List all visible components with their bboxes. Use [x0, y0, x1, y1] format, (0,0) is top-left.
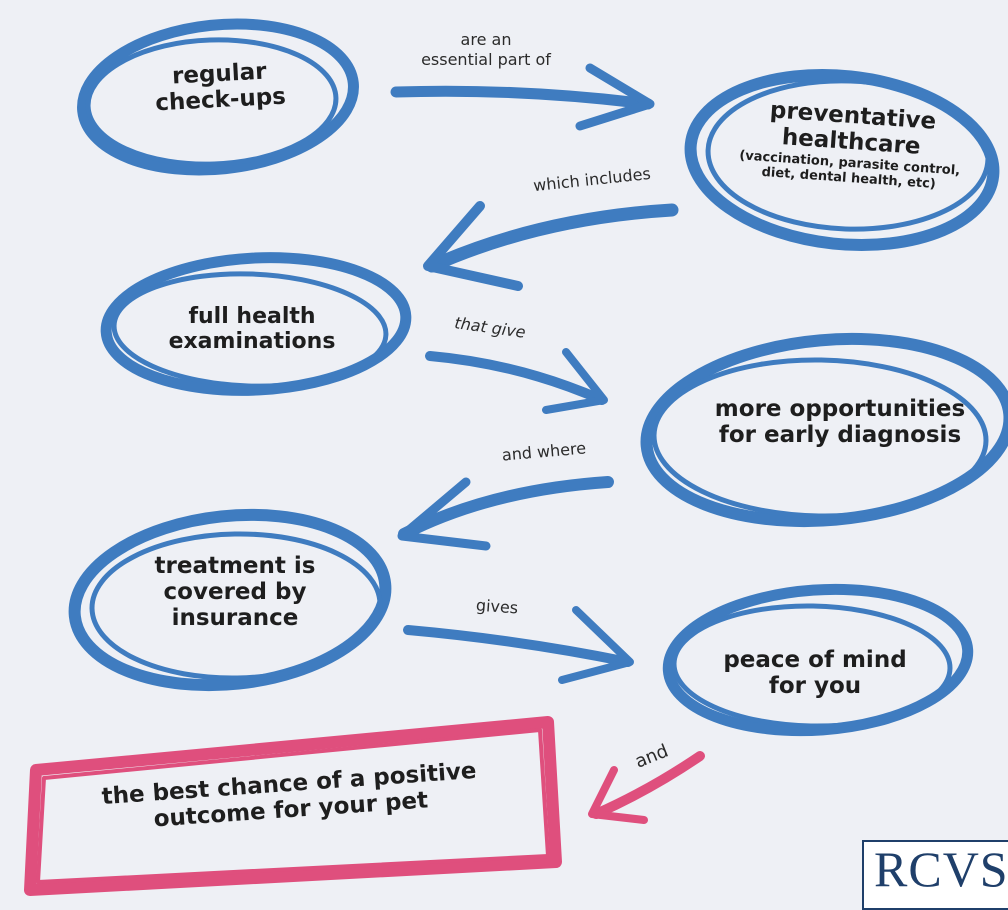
node-opportunities: more opportunities for early diagnosis	[690, 396, 990, 449]
node-treatment-line1: treatment is	[154, 553, 316, 579]
edge-label-essential-line2: essential part of	[421, 50, 551, 69]
arrow-opportunities-to-treatment	[397, 476, 614, 551]
node-peace-of-mind: peace of mind for you	[700, 647, 930, 700]
circle-full-health	[100, 252, 412, 396]
node-opportunities-line1: more opportunities	[714, 396, 966, 422]
edge-label-essential-line1: are an	[460, 30, 512, 49]
arrow-preventative-to-fullhealth	[423, 201, 679, 291]
circle-peace-of-mind	[662, 583, 974, 737]
box-best-chance	[24, 716, 562, 896]
node-regular-checkups: regular check-ups	[119, 57, 321, 119]
node-full-health-line1: full health	[188, 304, 316, 329]
rcvs-logo: RCVS	[862, 840, 1008, 910]
node-opportunities-line2: for early diagnosis	[718, 421, 962, 448]
circle-regular-checkups	[77, 18, 359, 176]
node-treatment-line2: covered by	[163, 578, 307, 605]
node-treatment: treatment is covered by insurance	[120, 553, 350, 631]
arrow-checkups-to-preventative	[390, 63, 655, 131]
arrow-treatment-to-peace	[403, 606, 634, 684]
node-treatment-line3: insurance	[171, 604, 299, 631]
circle-opportunities	[640, 332, 1008, 528]
circle-treatment	[68, 508, 392, 692]
circle-preventative-healthcare	[684, 68, 1000, 252]
node-full-health-line2: examinations	[168, 328, 336, 354]
node-peace-line2: for you	[768, 672, 862, 699]
rcvs-logo-text: RCVS	[874, 841, 1008, 897]
node-peace-line1: peace of mind	[723, 647, 907, 673]
node-full-health: full health examinations	[142, 304, 362, 354]
arrow-fullhealth-to-opportunities	[425, 348, 608, 414]
arrow-peace-to-best-chance	[588, 751, 705, 824]
edge-label-essential-part: are an essential part of	[396, 30, 576, 70]
